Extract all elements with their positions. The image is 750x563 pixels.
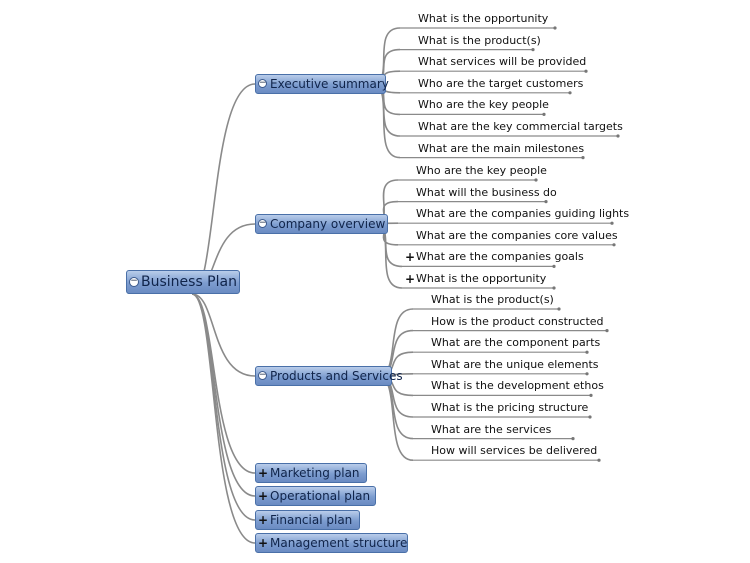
topic-end-dot xyxy=(585,350,589,354)
branch-topic-executive-summary[interactable]: −Executive summary xyxy=(255,74,389,94)
topic-end-dot xyxy=(597,458,601,462)
subtopic-what-are-the-companies-goals[interactable]: What are the companies goals xyxy=(416,250,584,264)
root-to-branch-line xyxy=(191,293,256,521)
subtopic-what-services-will-be-provided[interactable]: What services will be provided xyxy=(418,55,587,69)
branch-topic-label: Financial plan xyxy=(270,513,353,527)
topic-end-dot xyxy=(552,264,556,268)
root-to-branch-line xyxy=(191,293,256,497)
subtopic-who-are-the-key-people[interactable]: Who are the key people xyxy=(418,98,549,112)
topic-end-dot xyxy=(612,243,616,247)
root-topic-label: Business Plan xyxy=(141,274,237,290)
topic-end-dot xyxy=(544,200,548,204)
subtopic-what-are-the-services[interactable]: What are the services xyxy=(431,422,552,436)
branch-topic-financial-plan[interactable]: +Financial plan xyxy=(255,510,360,530)
topic-end-dot xyxy=(589,393,593,397)
topic-end-dot xyxy=(542,112,546,116)
topic-end-dot xyxy=(553,26,557,30)
subtopic-what-is-the-development-ethos[interactable]: What is the development ethos xyxy=(431,379,604,393)
topic-end-dot xyxy=(534,178,538,182)
subtopic-what-are-the-unique-elements[interactable]: What are the unique elements xyxy=(431,357,599,371)
branch-topic-management-structure[interactable]: +Management structure xyxy=(255,533,408,553)
topic-end-dot xyxy=(581,156,585,160)
subtopic-who-are-the-key-people[interactable]: Who are the key people xyxy=(416,164,547,177)
root-topic-business-plan[interactable]: −Business Plan xyxy=(126,270,240,294)
branch-topic-products-and-services[interactable]: −Products and Services xyxy=(255,366,403,386)
collapse-toggle-icon[interactable]: − xyxy=(258,370,267,380)
branch-topic-company-overview[interactable]: −Company overview xyxy=(255,214,388,234)
expand-toggle-icon[interactable]: + xyxy=(258,489,269,503)
topic-end-dot xyxy=(552,286,556,290)
branch-topic-label: Management structure xyxy=(270,536,408,550)
topic-end-dot xyxy=(571,437,575,441)
branch-to-topic-line xyxy=(371,83,401,159)
subtopic-what-are-the-component-parts[interactable]: What are the component parts xyxy=(431,336,601,350)
expand-toggle-icon[interactable]: + xyxy=(258,513,269,527)
expand-topic-icon[interactable]: + xyxy=(405,250,416,265)
subtopic-what-is-the-opportunity[interactable]: What is the opportunity xyxy=(418,12,549,25)
topic-end-dot xyxy=(616,134,620,138)
expand-topic-icon[interactable]: + xyxy=(405,272,416,286)
subtopic-what-is-the-pricing-structure[interactable]: What is the pricing structure xyxy=(431,401,589,414)
collapse-toggle-icon[interactable]: − xyxy=(258,78,267,88)
branch-topic-label: Marketing plan xyxy=(270,466,360,480)
topic-end-dot xyxy=(568,91,572,95)
topic-end-dot xyxy=(605,329,609,333)
topic-end-dot xyxy=(531,48,535,52)
subtopic-what-is-the-opportunity[interactable]: What is the opportunity xyxy=(416,272,547,285)
topic-end-dot xyxy=(585,372,589,376)
expand-toggle-icon[interactable]: + xyxy=(258,466,269,480)
topic-end-dot xyxy=(588,415,592,419)
subtopic-what-are-the-key-commercial-targets[interactable]: What are the key commercial targets xyxy=(418,120,623,133)
subtopic-what-are-the-companies-guiding-lights[interactable]: What are the companies guiding lights xyxy=(416,207,630,221)
root-to-branch-line xyxy=(191,293,256,474)
expand-toggle-icon[interactable]: + xyxy=(258,536,269,550)
root-to-branch-line xyxy=(191,293,256,377)
topic-end-dot xyxy=(557,307,561,311)
subtopic-what-are-the-main-milestones[interactable]: What are the main milestones xyxy=(418,141,585,155)
branch-topic-label: Executive summary xyxy=(270,77,389,91)
collapse-toggle-icon[interactable]: − xyxy=(258,218,267,228)
subtopic-how-will-services-be-delivered[interactable]: How will services be delivered xyxy=(431,444,598,458)
subtopic-who-are-the-target-customers[interactable]: Who are the target customers xyxy=(418,76,584,90)
root-to-branch-line xyxy=(191,83,256,295)
subtopic-how-is-the-product-constructed[interactable]: How is the product constructed xyxy=(431,314,604,328)
subtopic-what-will-the-business-do[interactable]: What will the business do xyxy=(416,185,557,199)
branch-topic-label: Operational plan xyxy=(270,489,371,503)
branch-topic-operational-plan[interactable]: +Operational plan xyxy=(255,486,376,506)
collapse-toggle-icon[interactable]: − xyxy=(129,276,139,287)
subtopic-what-is-the-product-s[interactable]: What is the product(s) xyxy=(418,33,541,47)
branch-topic-marketing-plan[interactable]: +Marketing plan xyxy=(255,463,367,483)
topic-end-dot xyxy=(610,221,614,225)
branch-topic-label: Products and Services xyxy=(270,369,403,383)
subtopic-what-are-the-companies-core-values[interactable]: What are the companies core values xyxy=(416,228,618,242)
subtopic-what-is-the-product-s[interactable]: What is the product(s) xyxy=(431,293,554,306)
branch-topic-label: Company overview xyxy=(270,217,386,231)
root-to-branch-line xyxy=(191,293,256,544)
topic-end-dot xyxy=(584,69,588,73)
